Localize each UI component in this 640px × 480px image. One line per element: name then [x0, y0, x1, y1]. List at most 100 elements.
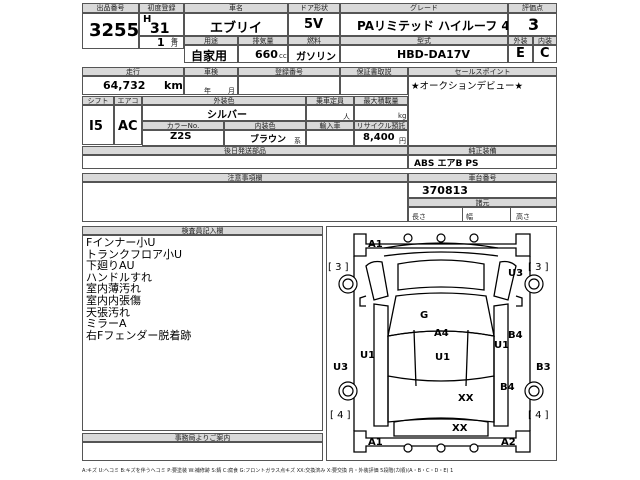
damage-code-b4-bottom: B4 — [500, 382, 515, 393]
first-reg-cell — [139, 13, 184, 36]
damage-code-b4-top: B4 — [508, 330, 523, 341]
damage-code-a1-top: A1 — [368, 239, 383, 250]
defect-list: Fインナー小U トランクフロア小U 下廻りAU ハンドルすれ 室内薄汚れ 室内内… — [86, 237, 191, 341]
equipment-value: ABS エアB PS — [414, 159, 479, 169]
door-body-cell — [288, 13, 340, 36]
equipment-cell — [408, 155, 557, 169]
recycle-value: 8,400 — [363, 132, 395, 143]
header-warranty: 保証書取説 — [340, 67, 408, 76]
defect-item: ミラーA — [86, 317, 127, 331]
grade-value: PAリミテッド ハイルーフ 4WD — [357, 19, 533, 33]
year-mark: 年 — [171, 37, 178, 45]
door-body-value: 5V — [304, 17, 324, 32]
int-color-suffix: 系 — [294, 137, 301, 145]
auction-no-cell — [82, 13, 139, 49]
dims-divider-1 — [462, 207, 463, 222]
inspection-year-unit: 年 — [204, 87, 211, 95]
defect-item: 下廻りAU — [86, 259, 135, 273]
defect-item: 天張汚れ — [86, 305, 130, 319]
header-mileage: 走行 — [82, 67, 184, 76]
damage-code-u1-center: U1 — [435, 352, 451, 363]
ac-value: AC — [118, 119, 138, 134]
damage-legend: A:キズ U:ヘコミ B:キズを伴うヘコミ P:要塗装 W:補修跡 S:錆 C:… — [82, 468, 454, 474]
reg-no-cell — [238, 76, 340, 95]
era-value: H — [143, 14, 152, 25]
header-inspector: 検査員記入欄 — [82, 226, 323, 235]
inspection-month-unit: 月 — [228, 87, 235, 95]
int-color-value: ブラウン — [250, 135, 287, 145]
defect-item: Fインナー小U — [86, 236, 156, 249]
fuel-cell — [288, 45, 340, 63]
month-value: 1 — [157, 36, 165, 49]
header-ext-color: 外装色 — [142, 96, 306, 105]
shift-cell — [82, 105, 114, 145]
recycle-unit: 円 — [399, 137, 406, 145]
header-door-body: ドア形状 — [288, 3, 340, 13]
month-cell — [139, 36, 184, 49]
later-parts-cell — [82, 155, 408, 169]
damage-code-xx-a: XX — [458, 393, 474, 404]
header-grade: グレード — [340, 3, 508, 13]
damage-code-xx-b: XX — [452, 423, 468, 434]
ext-color-cell — [142, 105, 306, 121]
header-car-name: 車名 — [184, 3, 288, 13]
car-name-value: エブリイ — [210, 21, 263, 36]
dims-height: 高さ — [516, 213, 530, 221]
header-vehicle-no: 車台番号 — [408, 173, 557, 182]
model-code-cell — [340, 45, 508, 63]
header-shift: シフト — [82, 96, 114, 105]
sales-point-value: ★オークションデビュー★ — [411, 81, 524, 92]
capacity-unit: 人 — [343, 113, 350, 121]
defect-item: 室内薄汚れ — [86, 282, 141, 296]
dims-divider-2 — [510, 207, 511, 222]
header-equipment: 純正装備 — [408, 146, 557, 155]
header-color-no: カラーNo. — [142, 121, 224, 130]
defect-item: ハンドルすれ — [86, 270, 152, 284]
mileage-value: 64,732 — [103, 79, 146, 92]
bracket-top-left: [ 3 ] — [328, 262, 349, 273]
vehicle-no-cell — [408, 182, 557, 198]
bracket-top-right: [ 3 ] — [528, 262, 549, 273]
ext-grade-cell — [508, 45, 533, 63]
damage-code-a4: A4 — [434, 328, 449, 339]
damage-code-a2: A2 — [501, 437, 516, 448]
vehicle-no-value: 370813 — [422, 184, 468, 197]
header-ac: エアコン — [114, 96, 142, 114]
grade-cell — [340, 13, 508, 36]
bracket-bottom-left: [ 4 ] — [330, 410, 351, 421]
defect-item: トランクフロア小U — [86, 247, 183, 261]
dims-width: 幅 — [466, 213, 473, 221]
capacity-cell — [306, 105, 354, 121]
warranty-cell — [340, 76, 408, 95]
ac-cell — [114, 105, 142, 145]
header-int-color: 内装色 — [224, 121, 306, 130]
header-first-reg: 初度登録 — [139, 3, 184, 13]
header-reg-no: 登録番号 — [238, 67, 340, 76]
header-recycle: リサイクル預託金 — [354, 121, 408, 139]
mileage-cell — [82, 76, 184, 95]
int-grade-value: C — [540, 46, 550, 61]
damage-code-u3-left: U3 — [333, 362, 349, 373]
header-max-load: 最大積載量 — [354, 96, 408, 105]
header-usage: 用途 — [184, 36, 238, 45]
header-int: 内装 — [533, 36, 557, 45]
header-office: 事務局よりご案内 — [82, 433, 323, 442]
header-later-parts: 後日発送部品 — [82, 146, 408, 155]
damage-code-u1-left: U1 — [360, 350, 376, 361]
damage-diagram-box — [326, 226, 557, 461]
header-dims: 諸元 — [408, 198, 557, 207]
header-notes: 注意事項欄 — [82, 173, 408, 182]
sales-point-cell — [408, 76, 557, 146]
office-cell — [82, 442, 323, 461]
notes-cell — [82, 182, 408, 222]
usage-cell — [184, 45, 238, 63]
inspection-cell — [184, 76, 238, 95]
auction-no-value: 3255 — [89, 20, 140, 41]
header-fuel: 燃料 — [288, 36, 340, 45]
car-outline-diagram — [338, 233, 544, 453]
km-unit: km — [164, 79, 183, 92]
model-code-value: HBD-DA17V — [397, 48, 470, 61]
defect-item: 室内内張傷 — [86, 293, 141, 307]
score-cell — [508, 13, 557, 36]
header-import: 輸入車 — [306, 121, 354, 130]
